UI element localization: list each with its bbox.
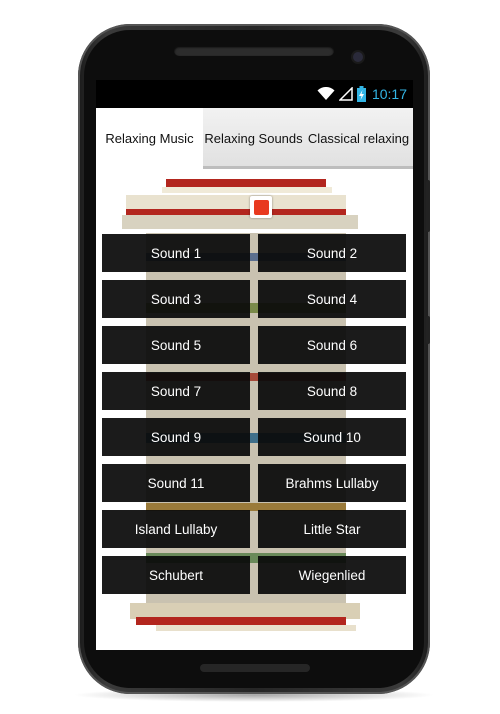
tab-classical-relaxing[interactable]: Classical relaxing [304, 108, 413, 169]
status-bar: 10:17 [96, 80, 413, 108]
volume-button [426, 316, 430, 344]
sound-button[interactable]: Sound 1 [102, 234, 250, 272]
sound-button[interactable]: Island Lullaby [102, 510, 250, 548]
tab-underline [203, 166, 413, 169]
earpiece-speaker [174, 46, 334, 56]
sound-button[interactable]: Schubert [102, 556, 250, 594]
sound-button[interactable]: Sound 3 [102, 280, 250, 318]
wifi-icon [317, 87, 335, 100]
tab-label: Relaxing Music [105, 131, 194, 146]
sound-button[interactable]: Wiegenlied [258, 556, 406, 594]
tab-label: Classical relaxing [307, 131, 410, 146]
tab-relaxing-sounds[interactable]: Relaxing Sounds [203, 108, 304, 169]
app-screen: 10:17 Relaxing Music Relaxing Sounds Cla… [96, 80, 413, 650]
front-camera [353, 52, 363, 62]
sound-button[interactable]: Little Star [258, 510, 406, 548]
sound-button[interactable]: Sound 11 [102, 464, 250, 502]
sound-button[interactable]: Sound 2 [258, 234, 406, 272]
bottom-speaker [200, 664, 310, 672]
sound-button[interactable]: Sound 8 [258, 372, 406, 410]
status-icons: 10:17 [317, 80, 407, 108]
sound-button[interactable]: Sound 5 [102, 326, 250, 364]
sound-button[interactable]: Sound 6 [258, 326, 406, 364]
battery-charging-icon [356, 86, 366, 102]
stop-icon [253, 199, 269, 215]
tab-relaxing-music[interactable]: Relaxing Music [96, 108, 203, 169]
status-time: 10:17 [371, 86, 407, 102]
power-button [426, 180, 430, 232]
stop-button[interactable] [250, 196, 272, 218]
content-area: Sound 1 Sound 2 Sound 3 Sound 4 Sound 5 … [96, 169, 413, 650]
tab-label: Relaxing Sounds [204, 131, 303, 146]
sound-button[interactable]: Sound 9 [102, 418, 250, 456]
sound-button[interactable]: Brahms Lullaby [258, 464, 406, 502]
sound-button[interactable]: Sound 10 [258, 418, 406, 456]
sound-button[interactable]: Sound 7 [102, 372, 250, 410]
signal-icon [338, 87, 353, 101]
sound-button[interactable]: Sound 4 [258, 280, 406, 318]
